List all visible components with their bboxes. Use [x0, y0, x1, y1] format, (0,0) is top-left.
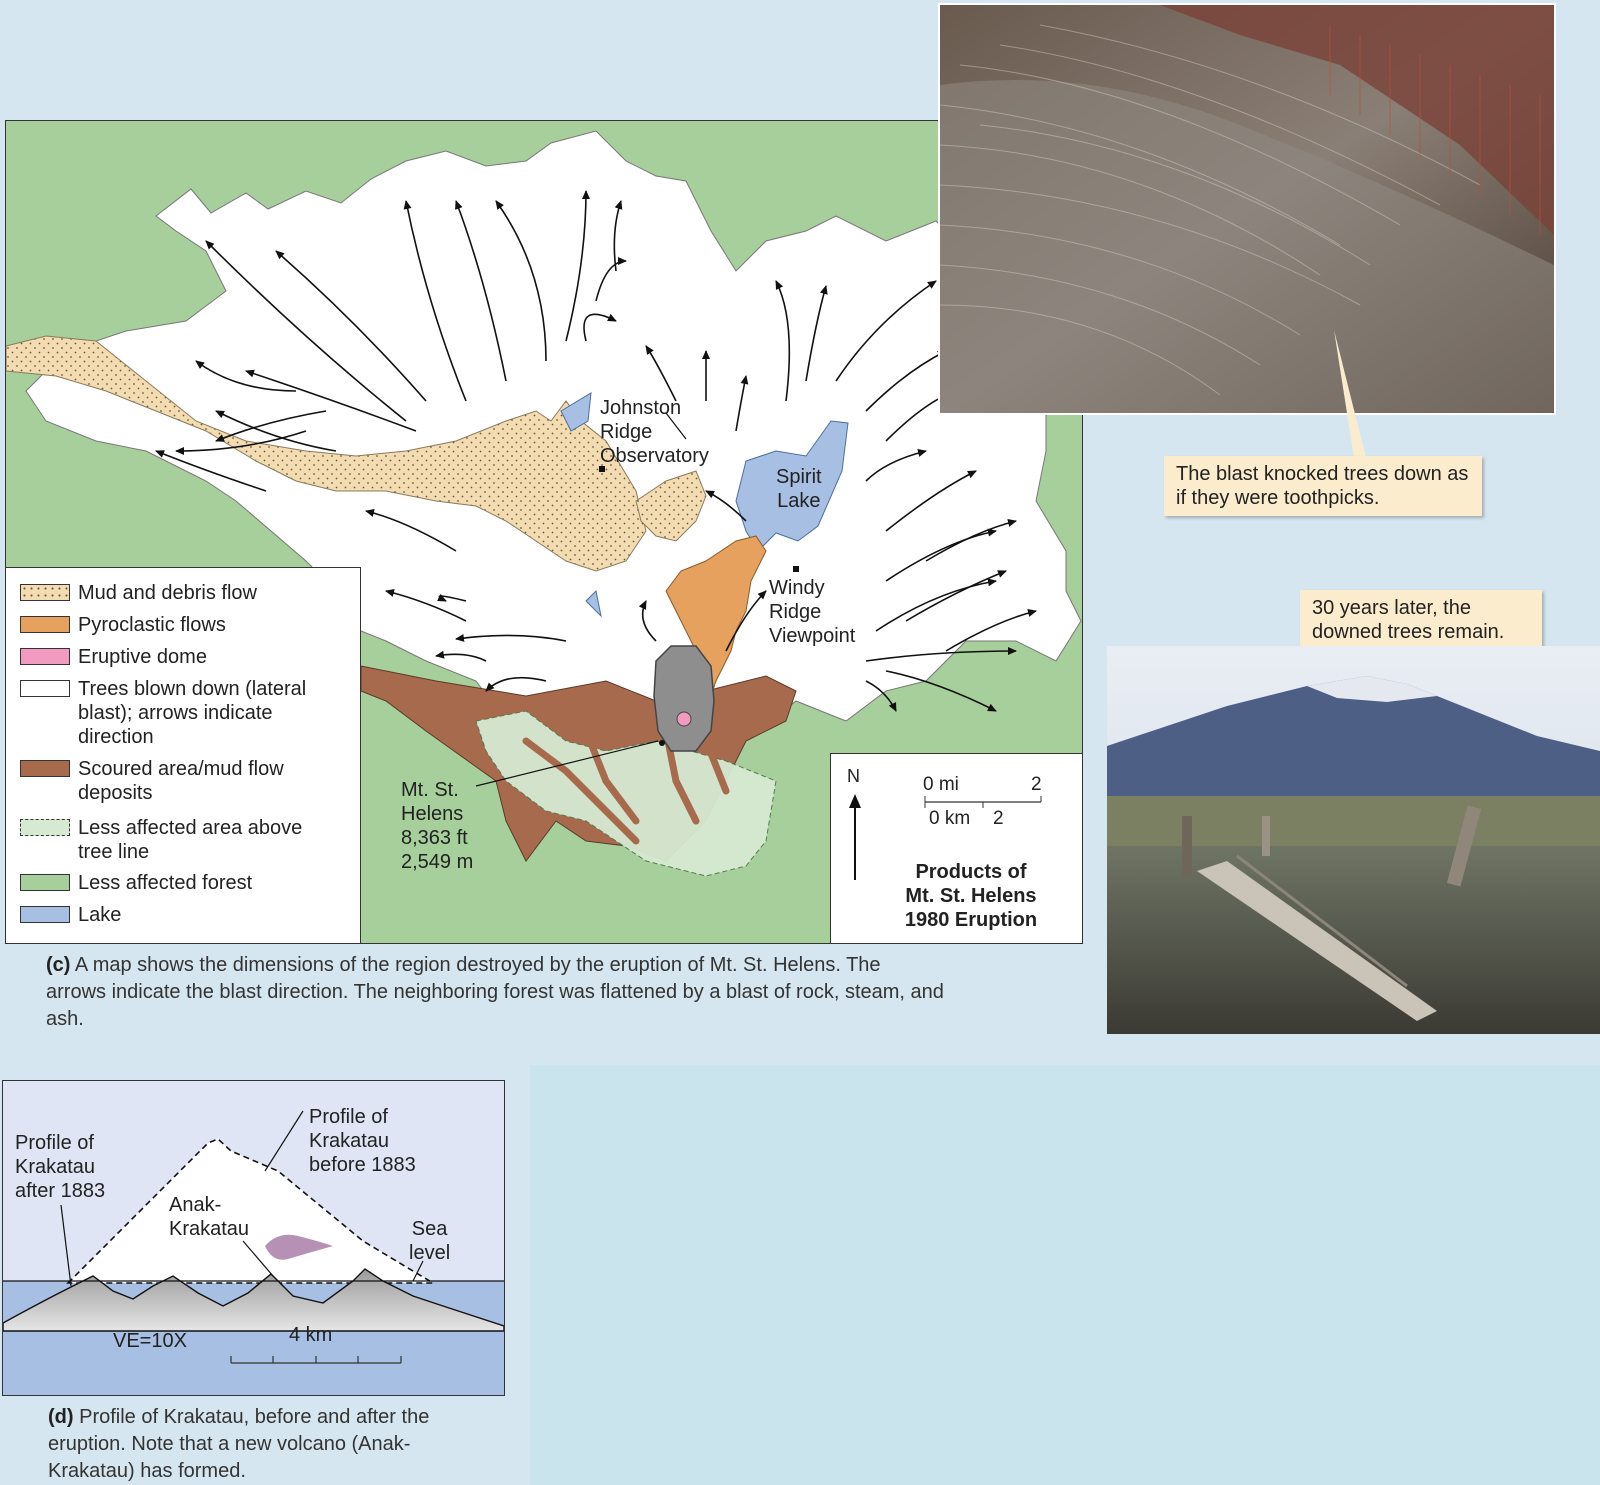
- anak-krakatau-label: Anak- Krakatau: [169, 1193, 249, 1241]
- mt-st-helens-photo: [1107, 646, 1600, 1034]
- after-label-line: Krakatau: [15, 1156, 96, 1178]
- legend-swatch: [20, 584, 70, 601]
- callout-30-years-later: 30 years later, the downed trees remain.: [1300, 590, 1542, 650]
- johnston-ridge-label: Johnston Ridge Observatory: [600, 396, 709, 468]
- scale-km-zero: 0 km: [929, 808, 971, 829]
- legend-item: Scoured area/mud flow deposits: [20, 757, 330, 805]
- helens-label-line: Helens: [401, 803, 464, 825]
- scale-bar: [924, 796, 1042, 808]
- mt-st-helens-map: Johnston Ridge Observatory Spirit Lake W…: [5, 120, 1083, 944]
- legend-item: Trees blown down (lateral blast); arrows…: [20, 677, 330, 749]
- legend-label: Less affected forest: [78, 872, 253, 894]
- caption-d-tag: (d): [48, 1406, 74, 1428]
- map-title-line: 1980 Eruption: [904, 909, 1038, 931]
- legend-swatch: [20, 648, 70, 665]
- legend-item: Pyroclastic flows: [20, 613, 226, 637]
- north-label: N: [847, 766, 860, 786]
- legend-item: Less affected area above tree line: [20, 816, 330, 864]
- caption-d-text: Profile of Krakatau, before and after th…: [48, 1406, 430, 1482]
- krakatau-drawing: [3, 1110, 504, 1395]
- johnston-label-line: Observatory: [600, 445, 709, 467]
- legend-item: Eruptive dome: [20, 645, 207, 669]
- legend-swatch: [20, 680, 70, 697]
- legend-swatch: [20, 819, 70, 836]
- krakatau-profile: Profile of Krakatau after 1883 Profile o…: [2, 1080, 505, 1396]
- vertical-exaggeration-label: VE=10X: [113, 1330, 187, 1352]
- after-label-line: Profile of: [15, 1132, 94, 1154]
- legend-label: Scoured area/mud flow deposits: [78, 758, 284, 804]
- map-drawing: [6, 130, 1082, 877]
- scale-mi-zero: 0 mi: [923, 774, 959, 795]
- legend-swatch: [20, 760, 70, 777]
- sea-label-line: Sea: [411, 1218, 448, 1240]
- helens-label-line: 8,363 ft: [401, 827, 468, 849]
- legend-label: Pyroclastic flows: [78, 614, 226, 636]
- photo-drawing: [1107, 646, 1600, 1034]
- map-legend: Mud and debris flow Pyroclastic flows Er…: [6, 567, 361, 943]
- anak-label-line: Krakatau: [169, 1218, 250, 1240]
- north-arrow-icon: [849, 794, 861, 880]
- windy-label-line: Viewpoint: [769, 625, 856, 647]
- legend-item: Mud and debris flow: [20, 581, 257, 605]
- before-label-line: Krakatau: [309, 1130, 390, 1152]
- spirit-lake-label: Spirit Lake: [776, 465, 822, 513]
- caption-c: (c) A map shows the dimensions of the re…: [46, 952, 946, 1033]
- legend-label: Less affected area above tree line: [78, 817, 303, 863]
- scale-mi-two: 2: [1031, 774, 1042, 795]
- eruptive-dome: [676, 711, 692, 727]
- flattened-trees-photo: [938, 3, 1556, 415]
- map-scale-box: N 0 mi 2 0 km 2 Products of Mt. St. Hele…: [830, 753, 1082, 943]
- windy-label-line: Ridge: [769, 601, 822, 623]
- crater: [653, 645, 715, 752]
- sea-label-line: level: [409, 1242, 451, 1264]
- legend-item: Less affected forest: [20, 871, 252, 895]
- sea-level-label: Sea level: [409, 1217, 450, 1265]
- helens-label-line: 2,549 m: [401, 851, 474, 873]
- after-label-line: after 1883: [15, 1180, 106, 1202]
- johnston-label-line: Ridge: [600, 421, 653, 443]
- blast-direction-arrows: [155, 190, 1037, 712]
- helens-label-line: Mt. St.: [401, 779, 459, 801]
- windy-ridge-label: Windy Ridge Viewpoint: [769, 576, 855, 648]
- spirit-lake: [735, 420, 849, 552]
- before-label-line: before 1883: [309, 1154, 416, 1176]
- before-label-line: Profile of: [309, 1106, 388, 1128]
- legend-label: Mud and debris flow: [78, 582, 257, 604]
- krakatau-scale-bar: [230, 1356, 402, 1364]
- krakatau-scale-label: 4 km: [289, 1324, 333, 1346]
- spirit-label-line: Lake: [777, 490, 821, 512]
- anak-label-line: Anak-: [169, 1194, 222, 1216]
- legend-label: Eruptive dome: [78, 646, 207, 668]
- johnston-label-line: Johnston: [600, 397, 682, 419]
- legend-swatch: [20, 616, 70, 633]
- map-title-line: Products of: [915, 861, 1027, 883]
- callout-pointer: [1334, 330, 1366, 458]
- caption-c-text: A map shows the dimensions of the region…: [46, 954, 944, 1030]
- less-affected-above-treeline: [475, 710, 777, 877]
- legend-item: Lake: [20, 903, 121, 927]
- photo-drawing: [940, 5, 1554, 413]
- callout-toothpicks: The blast knocked trees down as if they …: [1164, 456, 1482, 516]
- caption-c-tag: (c): [46, 954, 71, 976]
- map-title: Products of Mt. St. Helens 1980 Eruption: [871, 860, 1071, 932]
- profile-before-label: Profile of Krakatau before 1883: [309, 1105, 416, 1177]
- legend-swatch: [20, 906, 70, 923]
- map-title-line: Mt. St. Helens: [905, 885, 1037, 907]
- legend-swatch: [20, 874, 70, 891]
- caption-d: (d) Profile of Krakatau, before and afte…: [48, 1404, 478, 1485]
- mud-debris-flow: [6, 335, 647, 572]
- profile-after-label: Profile of Krakatau after 1883: [15, 1131, 105, 1203]
- windy-label-line: Windy: [769, 577, 825, 599]
- legend-label: Trees blown down (lateral blast); arrows…: [78, 678, 307, 748]
- legend-label: Lake: [78, 904, 122, 926]
- lower-background-panel: [530, 1065, 1600, 1485]
- scale-km-two: 2: [993, 808, 1004, 829]
- spirit-label-line: Spirit: [776, 466, 822, 488]
- mt-st-helens-label: Mt. St. Helens 8,363 ft 2,549 m: [401, 778, 473, 874]
